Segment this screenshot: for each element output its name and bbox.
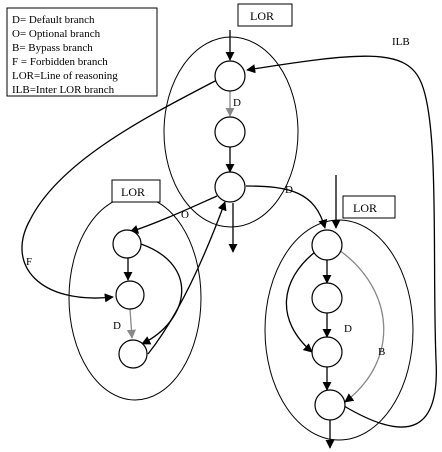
node-right-1: [311, 229, 343, 261]
legend-item: O= Optional branch: [12, 28, 101, 40]
legend-item: ILB=Inter LOR branch: [12, 84, 115, 96]
lor-ellipse-top: [163, 36, 299, 228]
edge-label-d-left: D: [113, 320, 121, 332]
legend-item: B= Bypass branch: [12, 42, 93, 54]
edge-f: [21, 79, 218, 303]
lor-title-top: LOR: [237, 3, 293, 27]
legend-item: LOR=Line of reasoning: [12, 70, 118, 82]
edge-label-ilb: ILB: [392, 36, 410, 48]
edge-right-bypass-left: [285, 251, 316, 353]
edge-label-d-cross: D: [285, 184, 293, 196]
legend: D= Default branch O= Optional branch B= …: [6, 7, 158, 97]
node-right-2: [311, 282, 343, 314]
edge-b: [338, 249, 385, 403]
legend-box: [6, 7, 158, 97]
edge-left-bypass: [140, 243, 183, 345]
node-right-4: [314, 389, 346, 421]
node-left-3: [118, 339, 148, 369]
edge-label-b: B: [378, 346, 385, 358]
edge-d-left: [126, 308, 136, 339]
node-left-2: [115, 280, 145, 310]
lor-title-text: LOR: [353, 201, 377, 215]
node-top-2: [214, 116, 246, 148]
legend-item: D= Default branch: [12, 14, 95, 26]
edge-d-cross: [245, 185, 328, 229]
lor-title-text: LOR: [250, 9, 274, 23]
edge-label-o: O: [181, 209, 189, 221]
edge-label-d-top: D: [233, 97, 241, 109]
lor-title-text: LOR: [121, 185, 145, 199]
edge-label-f: F: [26, 256, 32, 268]
edge-ilb: [246, 55, 437, 428]
node-top-1: [214, 60, 246, 92]
lor-title-right: LOR: [342, 195, 396, 219]
edge-left-to-top: [147, 201, 227, 355]
node-right-3: [311, 336, 343, 368]
legend-item: F = Forbidden branch: [12, 56, 108, 68]
edge-label-d-right: D: [344, 323, 352, 335]
node-top-3: [214, 171, 246, 203]
node-left-1: [112, 229, 142, 259]
lor-title-left: LOR: [111, 179, 161, 203]
edge-o: [129, 195, 218, 234]
